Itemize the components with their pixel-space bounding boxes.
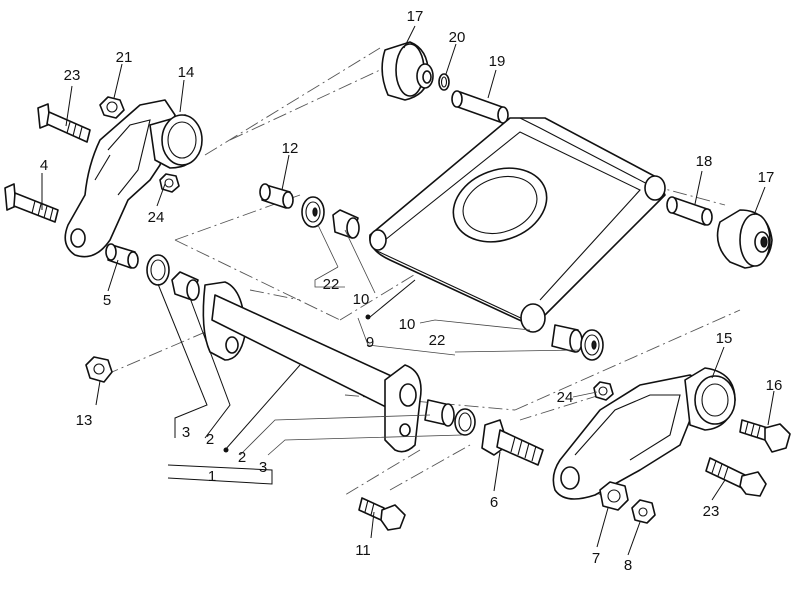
callout-1: 1	[208, 468, 216, 485]
part-6-bolt	[481, 419, 544, 466]
callout-21: 21	[116, 49, 133, 66]
callout-7: 7	[592, 550, 600, 567]
callout-22-upper: 22	[323, 276, 340, 293]
callout-24-lower: 24	[557, 389, 574, 406]
callout-14: 14	[178, 64, 195, 81]
callout-13: 13	[76, 412, 93, 429]
part-3-seal-right	[454, 408, 476, 436]
part-10-bushing-lower	[551, 324, 583, 353]
callout-2-left: 2	[206, 431, 214, 448]
callout-11: 11	[355, 542, 371, 559]
callout-labels: 17 20 19 23 21 14 12 4 24 18 17 5 22 10 …	[40, 8, 783, 574]
callout-5: 5	[103, 292, 111, 309]
callout-2-right: 2	[238, 449, 246, 466]
callout-19: 19	[489, 53, 506, 70]
part-4-bolt	[4, 183, 59, 223]
callout-17-right: 17	[758, 169, 775, 186]
callout-20: 20	[449, 29, 466, 46]
part-21-nut	[99, 96, 125, 119]
part-24-nut-upper	[159, 173, 180, 193]
callout-12: 12	[282, 140, 299, 157]
callout-15: 15	[716, 330, 733, 347]
callout-24-upper: 24	[148, 209, 165, 226]
part-9-swing-arm	[369, 117, 666, 333]
callout-16: 16	[766, 377, 783, 394]
part-5-bush	[105, 243, 139, 269]
part-7-nut	[599, 481, 629, 511]
callout-10-lower: 10	[399, 316, 416, 333]
part-23-bolt-lower	[705, 457, 767, 497]
part-16-bolt	[739, 419, 791, 453]
callout-23-top: 23	[64, 67, 81, 84]
callout-10-upper: 10	[353, 291, 370, 308]
callout-4: 4	[40, 157, 48, 174]
part-22-seal-lower	[580, 329, 604, 361]
part-14-left-bracket	[64, 99, 203, 258]
part-18-pin	[666, 196, 713, 226]
part-15-right-bracket	[552, 367, 736, 500]
part-1-shaft-assembly	[202, 281, 422, 453]
callout-23-lower: 23	[703, 503, 720, 520]
callout-6: 6	[490, 494, 498, 511]
part-2-bushing-left	[171, 271, 200, 301]
callout-17-top: 17	[407, 8, 424, 25]
part-8-nut	[631, 499, 656, 524]
part-19-pin	[451, 90, 509, 124]
part-22-seal-upper	[301, 196, 325, 228]
callout-8: 8	[624, 557, 632, 574]
part-10-bushing-upper	[332, 209, 360, 239]
part-2-bushing-right	[424, 399, 455, 427]
part-17-right-rubber-bush	[716, 209, 773, 269]
part-17-top-rubber-bush	[381, 41, 434, 101]
part-12-bush	[259, 183, 294, 209]
part-13-nut	[85, 356, 113, 383]
part-11-bolt	[358, 497, 406, 531]
callout-3-left: 3	[182, 424, 190, 441]
callout-3-right: 3	[259, 459, 267, 476]
part-23-bolt-upper	[37, 103, 91, 143]
callout-9: 9	[366, 334, 374, 351]
part-20-circlip	[438, 73, 450, 91]
part-24-nut-lower	[593, 381, 614, 401]
callout-22-lower: 22	[429, 332, 446, 349]
leader-lines	[41, 25, 775, 556]
part-3-seal-left	[146, 254, 170, 286]
callout-18: 18	[696, 153, 713, 170]
